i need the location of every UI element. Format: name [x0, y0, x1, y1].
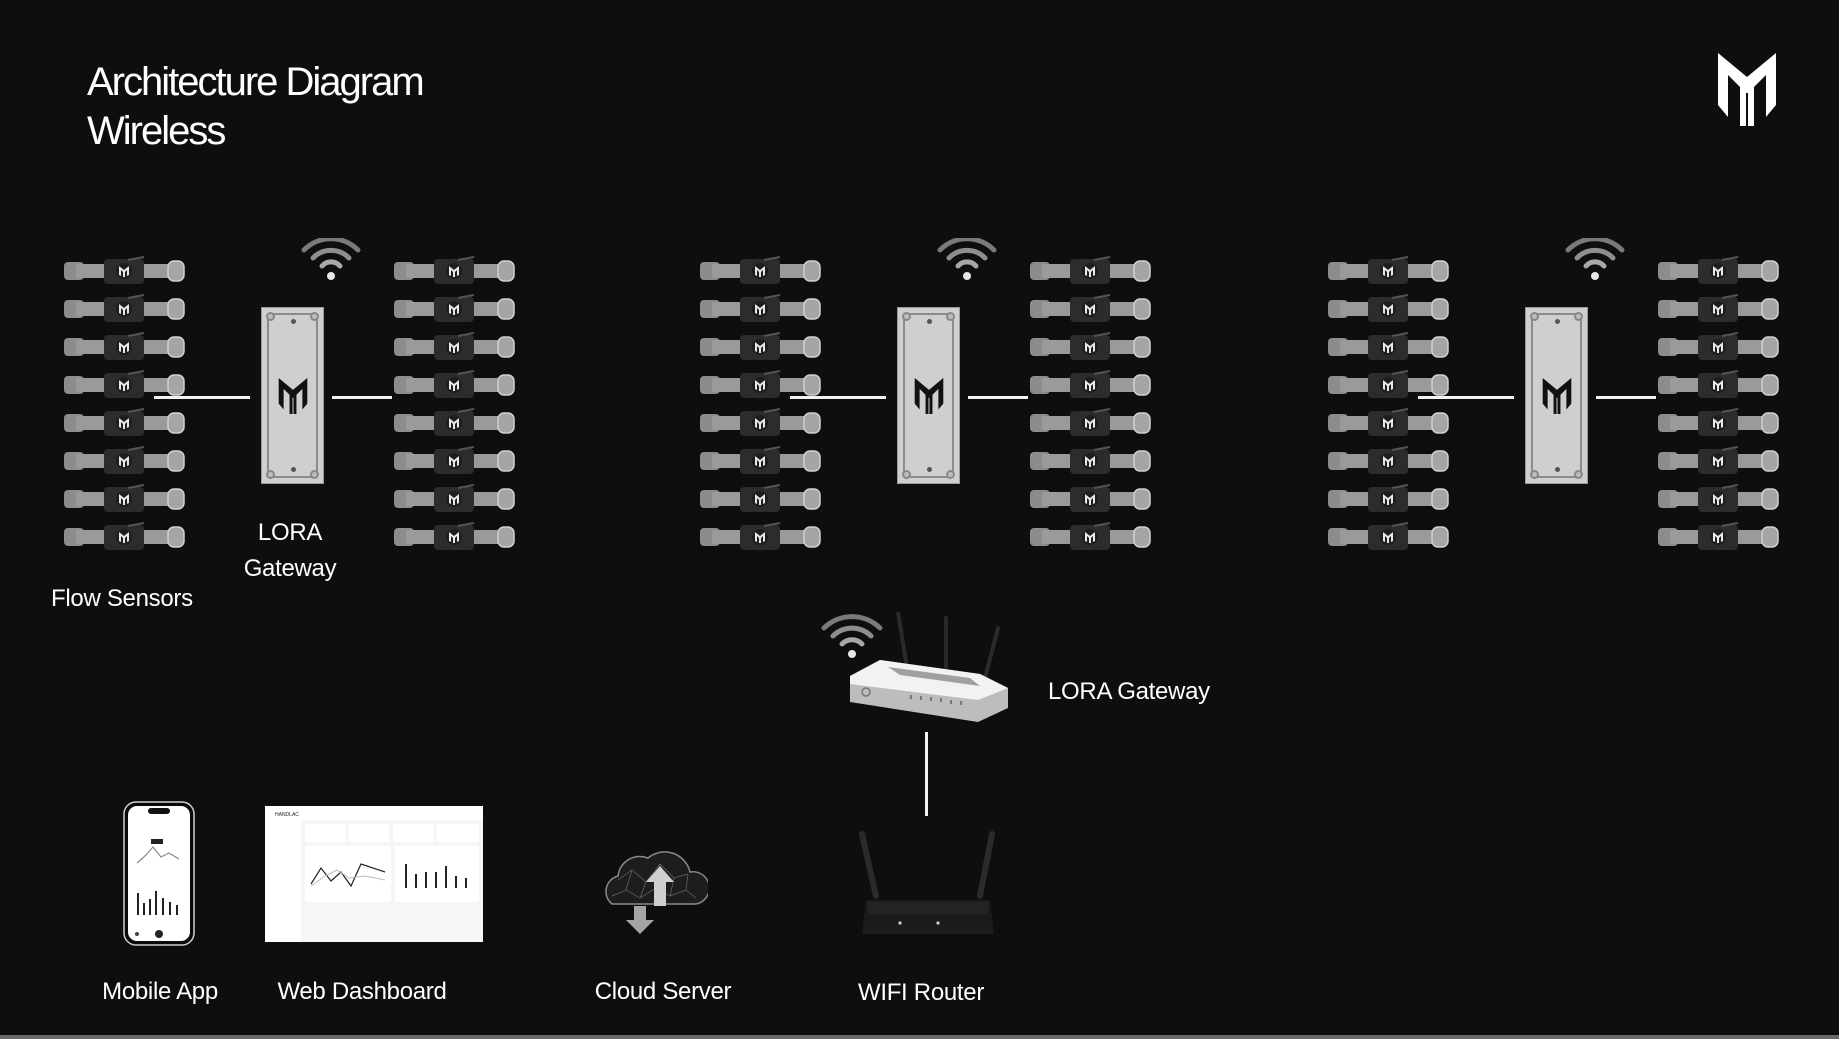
sensor-gateway-connector-left [1418, 396, 1514, 399]
flow-sensor-icon [1656, 256, 1782, 286]
gateway-router-connector [925, 732, 928, 816]
flow-sensor-icon [698, 484, 824, 514]
title-line-2: Wireless [87, 109, 226, 153]
flow-sensor-icon [392, 484, 518, 514]
flow-sensor-icon [698, 256, 824, 286]
flow-sensor-icon [1326, 332, 1452, 362]
flow-sensor-icon [1656, 408, 1782, 438]
flow-sensor-icon [1656, 370, 1782, 400]
wifi-router-icon [859, 831, 995, 934]
flow-sensor-icon [1028, 256, 1154, 286]
flow-sensor-icon [698, 522, 824, 552]
wifi-signal-icon [821, 614, 883, 658]
flow-sensor-icon [698, 370, 824, 400]
flow-sensor-icon [1028, 446, 1154, 476]
flow-sensor-icon [62, 522, 188, 552]
lora-gateway-router-icon [821, 610, 1008, 722]
lora-gateway-enclosure-icon [897, 307, 960, 484]
flow-sensor-icon [1028, 484, 1154, 514]
wifi-signal-icon [301, 236, 361, 289]
flow-sensor-icon [1656, 446, 1782, 476]
sensor-gateway-connector-right [968, 396, 1028, 399]
flow-sensor-icon [392, 522, 518, 552]
cloud-upload-download-icon [605, 851, 711, 934]
flow-sensor-icon [392, 332, 518, 362]
flow-sensor-icon [392, 256, 518, 286]
flow-sensor-icon [62, 294, 188, 324]
flow-sensor-icon [1028, 294, 1154, 324]
sensor-gateway-connector-left [154, 396, 250, 399]
flow-sensor-icon [392, 408, 518, 438]
cloud-server [598, 840, 711, 935]
flow-sensor-icon [62, 484, 188, 514]
lora-gateway-enclosure-icon [261, 307, 324, 484]
flow-sensor-icon [392, 294, 518, 324]
sensor-gateway-connector-right [1596, 396, 1656, 399]
flow-sensor-icon [392, 370, 518, 400]
flow-sensor-icon [62, 332, 188, 362]
wifi-router-label: WIFI Router [857, 979, 985, 1006]
sensor-gateway-connector-right [332, 396, 392, 399]
flow-sensor-icon [62, 408, 188, 438]
flow-sensors-label: Flow Sensors [51, 585, 193, 612]
flow-sensor-icon [1326, 484, 1452, 514]
lora-gateway-label-line2: Gateway [243, 555, 337, 582]
flow-sensor-icon [1656, 332, 1782, 362]
flow-sensor-icon [392, 446, 518, 476]
mobile-app-preview [123, 801, 195, 946]
web-dashboard-preview: HANDLAC [265, 806, 483, 942]
mobile-app-label: Mobile App [102, 978, 218, 1005]
flow-sensor-icon [698, 294, 824, 324]
bottom-edge-bar [0, 1035, 1839, 1039]
flow-sensor-icon [698, 408, 824, 438]
wifi-signal-icon [1565, 236, 1625, 289]
flow-sensor-icon [698, 332, 824, 362]
dashboard-brand: HANDLAC [275, 812, 299, 818]
smartphone-icon [123, 801, 195, 946]
lora-gateway-label-line1: LORA [257, 519, 323, 546]
flow-sensor-icon [1028, 370, 1154, 400]
wifi-signal-icon [937, 236, 997, 289]
flow-sensor-icon [1326, 408, 1452, 438]
sensor-gateway-connector-left [790, 396, 886, 399]
flow-sensor-icon [1028, 522, 1154, 552]
flow-sensor-icon [1656, 484, 1782, 514]
cloud-server-label: Cloud Server [594, 978, 732, 1005]
flow-sensor-icon [62, 256, 188, 286]
flow-sensor-icon [1656, 522, 1782, 552]
flow-sensor-icon [1326, 256, 1452, 286]
flow-sensor-icon [62, 370, 188, 400]
diagram-title: Architecture Diagram Wireless [87, 58, 425, 156]
central-gateway-label: LORA Gateway [1048, 678, 1210, 705]
flow-sensor-icon [62, 446, 188, 476]
brand-logo-icon [1718, 53, 1776, 126]
central-lora-gateway [820, 610, 1010, 724]
flow-sensor-icon [1326, 370, 1452, 400]
flow-sensor-icon [1326, 294, 1452, 324]
flow-sensor-icon [698, 446, 824, 476]
flow-sensor-icon [1028, 332, 1154, 362]
title-line-1: Architecture Diagram [87, 60, 425, 104]
flow-sensor-icon [1326, 446, 1452, 476]
web-dashboard-label: Web Dashboard [277, 978, 447, 1005]
lora-gateway-enclosure-icon [1525, 307, 1588, 484]
flow-sensor-icon [1326, 522, 1452, 552]
dashboard-screenshot-icon: HANDLAC [265, 806, 483, 942]
wifi-router [858, 830, 998, 938]
flow-sensor-icon [1656, 294, 1782, 324]
flow-sensor-icon [1028, 408, 1154, 438]
